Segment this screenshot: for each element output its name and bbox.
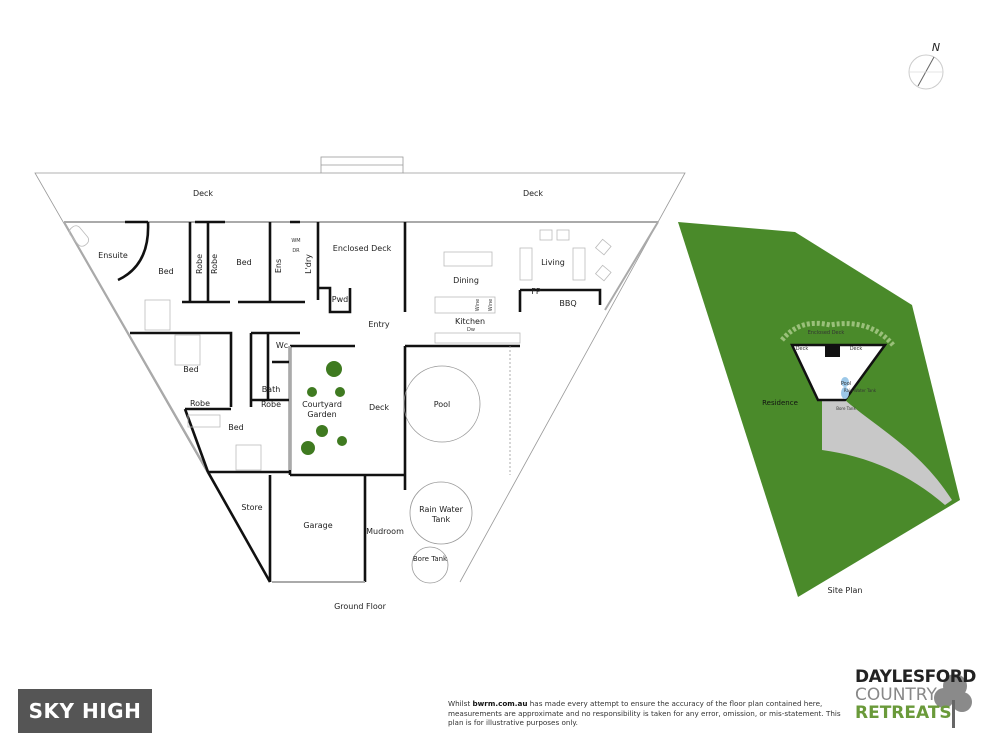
enclosed-deck-label: Enclosed Deck bbox=[333, 244, 392, 253]
room-label: Garage bbox=[303, 521, 332, 530]
site-label: Bore Tank bbox=[836, 406, 856, 411]
room-label: Robe bbox=[261, 400, 281, 409]
tank-label-box: Rain Water Tank bbox=[419, 505, 463, 524]
disclaimer-prefix: Whilst bbox=[448, 699, 473, 708]
room-label: Pool bbox=[434, 400, 451, 409]
room-label: Ens bbox=[274, 259, 283, 273]
room-label: Deck bbox=[193, 189, 213, 198]
site-label: Deck bbox=[850, 346, 863, 352]
room-label: Kitchen bbox=[455, 317, 485, 326]
room-label: Dining bbox=[453, 276, 479, 285]
floor-plan-title: Ground Floor bbox=[334, 602, 387, 611]
courtyard-trees bbox=[301, 361, 347, 455]
room-label: WM bbox=[291, 238, 300, 244]
room-label: BBQ bbox=[559, 299, 576, 308]
tree-logo-icon bbox=[934, 674, 972, 728]
room-label: Bed bbox=[158, 267, 174, 276]
pool-shape bbox=[403, 365, 481, 443]
site-plan-title: Site Plan bbox=[828, 586, 863, 595]
room-label: Living bbox=[541, 258, 565, 267]
room-label: DR bbox=[292, 248, 300, 254]
building-walls bbox=[63, 220, 659, 583]
room-label: Robe bbox=[210, 254, 219, 274]
logo-line-3: RETREATS bbox=[855, 703, 952, 723]
room-label: FP bbox=[531, 287, 541, 296]
site-plan: Enclosed Deck Deck Deck Pool Rain Water … bbox=[678, 222, 960, 597]
site-label: Enclosed Deck bbox=[808, 330, 845, 336]
room-label: Deck bbox=[369, 403, 389, 412]
room-label: Mudroom bbox=[366, 527, 404, 536]
disclaimer-body: has made every attempt to ensure the acc… bbox=[448, 699, 841, 727]
room-label: Enclosed Deck bbox=[333, 244, 392, 253]
disclaimer-site-link: bwrm.com.au bbox=[472, 699, 528, 708]
room-label: Dw bbox=[467, 327, 475, 333]
room-label: Bed bbox=[228, 423, 244, 432]
room-label: Pwd bbox=[332, 295, 348, 304]
deck-outline bbox=[34, 156, 686, 583]
room-label: Deck bbox=[523, 189, 543, 198]
compass-icon: N bbox=[908, 41, 944, 90]
bore-label-box: Bore Tank bbox=[412, 555, 448, 563]
room-label: Wine bbox=[475, 299, 481, 311]
brand-logo: DAYLESFORD COUNTRY RETREATS bbox=[855, 667, 976, 730]
courtyard-label-box: Courtyard Garden bbox=[302, 400, 342, 419]
site-label: Rain Water Tank bbox=[844, 388, 877, 393]
site-label: Residence bbox=[762, 399, 798, 407]
room-label: Courtyard Garden bbox=[302, 400, 342, 419]
room-label: Store bbox=[241, 503, 262, 512]
room-label: Wc bbox=[276, 341, 288, 350]
room-label: Bed bbox=[236, 258, 252, 267]
site-label: Pool bbox=[841, 381, 851, 387]
room-labels: Deck Deck Ensuite Bed Robe Robe Bed Ens … bbox=[98, 189, 576, 611]
site-label: Deck bbox=[796, 346, 809, 352]
room-label: Bed bbox=[183, 365, 199, 374]
disclaimer: Whilst bwrm.com.au has made every attemp… bbox=[448, 699, 848, 728]
logo-line-2: COUNTRY bbox=[855, 685, 937, 705]
room-label: L'dry bbox=[304, 254, 313, 274]
room-label: Robe bbox=[195, 254, 204, 274]
room-label: Wine bbox=[488, 299, 494, 311]
room-label: Rain Water Tank bbox=[419, 505, 463, 524]
bore-tank-shape bbox=[411, 546, 449, 584]
north-label: N bbox=[932, 41, 940, 54]
property-name-badge: SKY HIGH bbox=[18, 689, 152, 733]
rain-water-tank-shape bbox=[409, 481, 473, 545]
room-label: Bore Tank bbox=[412, 555, 448, 563]
logo-line-1: DAYLESFORD bbox=[855, 667, 976, 687]
room-label: Bath bbox=[262, 385, 281, 394]
room-label: Robe bbox=[190, 399, 210, 408]
room-label: Ensuite bbox=[98, 251, 128, 260]
room-label: Entry bbox=[368, 320, 390, 329]
furniture bbox=[68, 225, 612, 471]
